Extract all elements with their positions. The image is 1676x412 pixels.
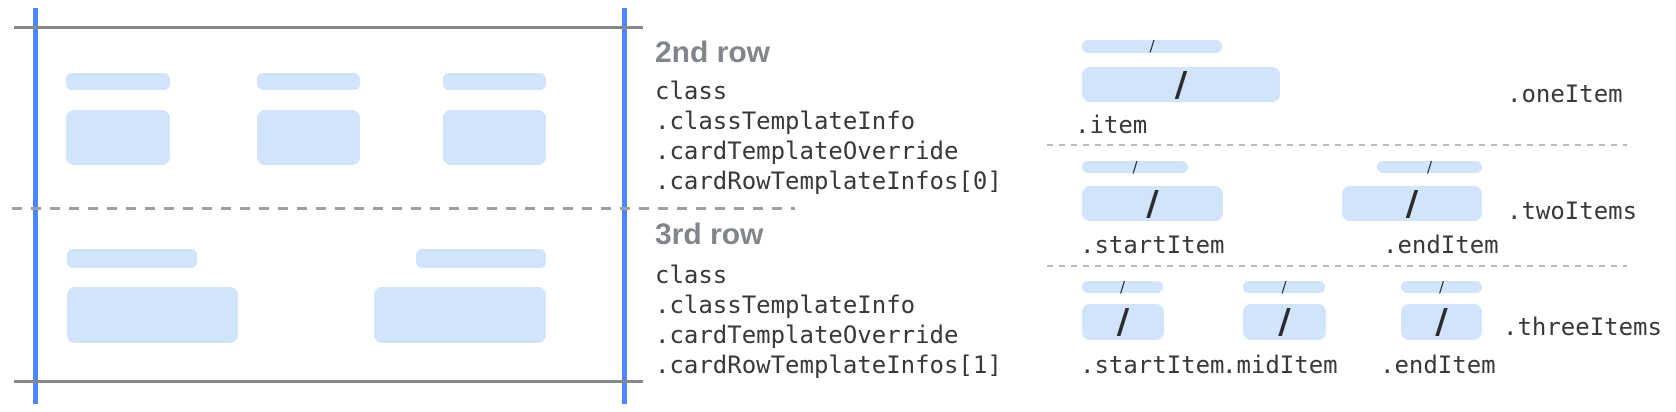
row3-col2-label-bar (416, 249, 546, 268)
three-items-start-item-label: .startItem (1080, 351, 1225, 379)
row-divider-dashed-line (12, 207, 795, 210)
slash-separator-icon: / (1405, 183, 1419, 224)
row3-col1-value-box (67, 287, 238, 343)
one-item-label-bar: / (1082, 37, 1222, 55)
two-items-end-value-bar: / (1342, 186, 1482, 221)
code-line: .cardTemplateOverride (655, 137, 959, 165)
card-left-edge-line (33, 8, 38, 404)
three-items-start-label-bar: / (1082, 277, 1163, 296)
card-right-edge-line (622, 8, 627, 404)
row3-col2-value-box (374, 287, 546, 343)
slash-separator-icon: / (1116, 302, 1130, 342)
code-line: .classTemplateInfo (655, 107, 916, 135)
row2-col3-label-bar (443, 73, 546, 90)
slash-separator-icon: / (1435, 302, 1448, 342)
code-line: .cardTemplateOverride (655, 321, 959, 349)
two-items-template-name: .twoItems (1507, 197, 1638, 225)
two-items-end-label-bar: / (1377, 157, 1482, 176)
two-items-start-label-bar: / (1082, 157, 1188, 176)
slash-separator-icon: / (1281, 277, 1287, 296)
card-bottom-frame-line (14, 380, 643, 383)
row2-col1-label-bar (66, 73, 170, 90)
code-line: .classTemplateInfo (655, 291, 916, 319)
one-item-value-bar: / (1082, 67, 1280, 102)
slash-separator-icon: / (1278, 302, 1291, 342)
three-items-end-value-bar: / (1401, 304, 1482, 340)
slash-separator-icon: / (1146, 183, 1159, 224)
row2-heading: 2nd row (655, 36, 771, 69)
three-items-end-item-label: .endItem (1380, 351, 1496, 379)
slash-separator-icon: / (1438, 277, 1445, 296)
row2-col1-value-box (66, 110, 170, 165)
three-items-template-name: .threeItems (1503, 313, 1662, 341)
row2-class-path: class .classTemplateInfo .cardTemplateOv… (655, 76, 1002, 196)
three-items-mid-label-bar: / (1243, 277, 1325, 296)
three-items-end-label-bar: / (1401, 277, 1482, 296)
one-item-item-label: .item (1075, 111, 1148, 139)
two-items-start-item-label: .startItem (1080, 231, 1225, 259)
code-line: class (655, 77, 728, 105)
row3-class-path: class .classTemplateInfo .cardTemplateOv… (655, 260, 1002, 380)
two-items-start-value-bar: / (1082, 186, 1223, 221)
three-items-mid-item-label: .midItem (1222, 351, 1338, 379)
two-items-end-item-label: .endItem (1383, 231, 1499, 259)
code-line: class (655, 261, 728, 289)
card-top-frame-line (14, 26, 643, 29)
template-section-divider-1 (1047, 144, 1627, 146)
slash-separator-icon: / (1119, 277, 1126, 296)
template-section-divider-2 (1047, 265, 1627, 267)
three-items-mid-value-bar: / (1243, 304, 1326, 340)
three-items-start-value-bar: / (1082, 304, 1164, 340)
code-line: .cardRowTemplateInfos[1] (655, 351, 1002, 379)
row2-col2-value-box (257, 110, 360, 165)
slash-separator-icon: / (1174, 64, 1188, 105)
row3-col1-label-bar (67, 249, 197, 268)
code-line: .cardRowTemplateInfos[0] (655, 167, 1002, 195)
slash-separator-icon: / (1149, 37, 1155, 55)
one-item-template-name: .oneItem (1507, 80, 1623, 108)
slash-separator-icon: / (1426, 157, 1433, 176)
slash-separator-icon: / (1132, 157, 1138, 176)
row2-col2-label-bar (257, 73, 360, 90)
row2-col3-value-box (443, 110, 546, 165)
row3-heading: 3rd row (655, 218, 764, 251)
